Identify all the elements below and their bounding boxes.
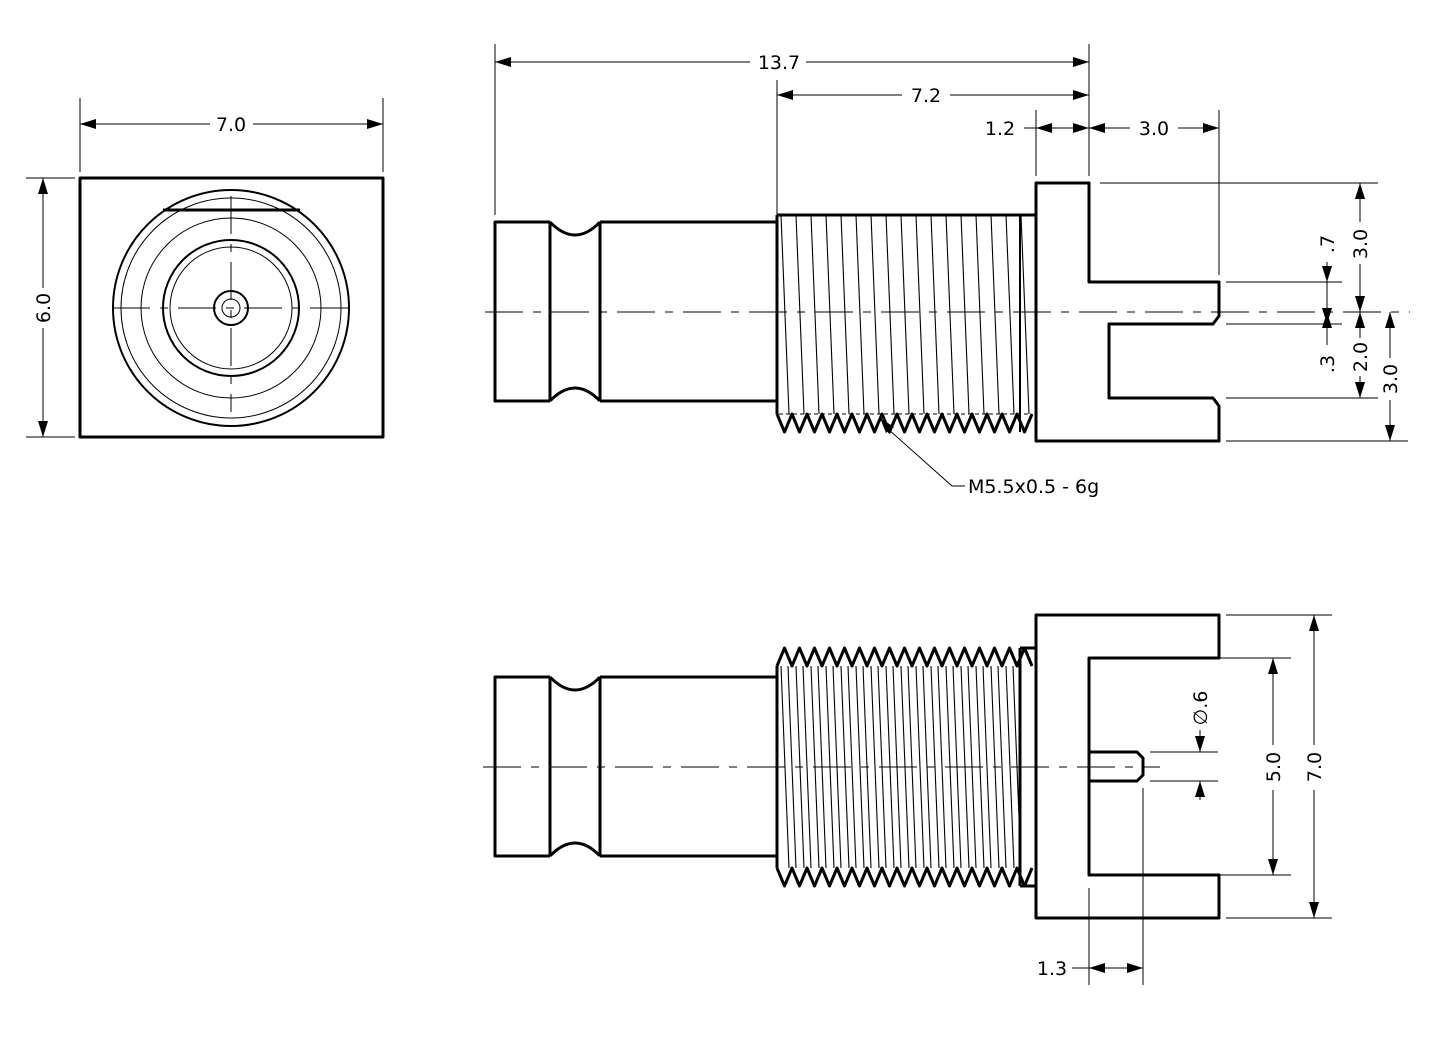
dim-front-width: 7.0 bbox=[216, 114, 246, 136]
dim-overall-length: 13.7 bbox=[758, 52, 800, 74]
dim-pin-thickness: .3 bbox=[1317, 355, 1339, 373]
side-vertical-dimensions: 3.0 .7 .3 2.0 3.0 bbox=[1100, 182, 1408, 442]
dim-axis-to-bottom: 3.0 bbox=[1380, 364, 1402, 394]
dim-top-to-slot: 3.0 bbox=[1350, 229, 1372, 259]
front-view-outline bbox=[78, 176, 385, 439]
thread-callout-leader: M5.5x0.5 - 6g bbox=[880, 418, 1099, 498]
dim-pin-diameter: ∅.6 bbox=[1190, 691, 1212, 726]
thread-length-dimension: 7.2 bbox=[776, 80, 1089, 215]
dim-slot-to-pin: .7 bbox=[1317, 235, 1339, 253]
dim-thread-length: 7.2 bbox=[911, 85, 941, 107]
dim-pin-offset: 1.3 bbox=[1037, 958, 1067, 980]
flange-pin-dimension: 1.2 3.0 bbox=[985, 110, 1220, 275]
side-view bbox=[485, 181, 1410, 443]
dim-flange-thickness: 1.2 bbox=[985, 118, 1015, 140]
overall-length-dimension: 13.7 bbox=[494, 44, 1090, 215]
front-width-dimension: 7.0 bbox=[79, 98, 384, 172]
dim-pin-to-bottom: 2.0 bbox=[1350, 342, 1372, 372]
dim-outer-width: 7.0 bbox=[1304, 752, 1326, 782]
side-flange-pin bbox=[1034, 181, 1221, 443]
side-thread bbox=[775, 213, 1038, 441]
bottom-flange-body bbox=[1034, 613, 1221, 920]
bottom-dimensions: 7.0 5.0 ∅.6 1.3 bbox=[1037, 614, 1332, 985]
bottom-view bbox=[483, 613, 1221, 920]
dim-inner-width: 5.0 bbox=[1263, 752, 1285, 782]
dim-front-height: 6.0 bbox=[33, 293, 55, 323]
dim-pin-length: 3.0 bbox=[1139, 118, 1169, 140]
front-view bbox=[78, 176, 385, 439]
thread-spec-label: M5.5x0.5 - 6g bbox=[968, 476, 1099, 498]
front-height-dimension: 6.0 bbox=[26, 177, 75, 438]
